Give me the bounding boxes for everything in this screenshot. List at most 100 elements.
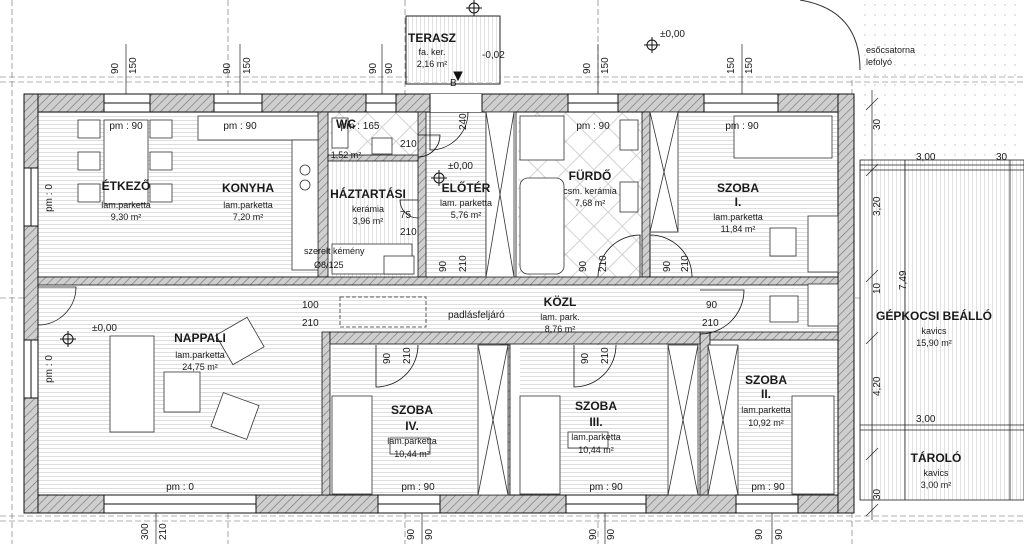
room-area-haztartasi: 3,96 m² (353, 216, 384, 226)
room-area-eloter: 5,76 m² (451, 210, 482, 220)
dim-bottom-1: 300 (140, 523, 151, 540)
room-area-terasz: 2,16 m² (417, 59, 448, 69)
room-floor-tarolo: kavics (923, 468, 949, 478)
room-name-konyha: KONYHA (222, 181, 274, 195)
dim-hall-w: 100 (302, 300, 319, 311)
dim-w1: 90 (110, 62, 121, 74)
elev-nappali: ±0,00 (92, 323, 117, 334)
dim-w4: 90 (582, 62, 593, 74)
room-area-szoba2: 10,92 m² (748, 418, 784, 428)
room-area-tarolo: 3,00 m² (921, 480, 952, 490)
room-labels: ÉTKEZŐ lam.parketta 9,30 m² KONYHA lam.p… (101, 31, 992, 490)
dim-entry-h: 240 (458, 113, 469, 130)
room-name-eloter: ELŐTÉR (442, 180, 491, 195)
esocsatorna-label: esőcsatorna (866, 45, 915, 55)
room-name-nappali: NAPPALI (174, 331, 226, 345)
room-num-szoba4: IV. (405, 419, 419, 433)
room-num-szoba3: III. (589, 415, 602, 429)
elevation-markers (60, 0, 660, 347)
elev-eloter: ±0,00 (448, 161, 473, 172)
parapet-annotations: pm : 90 pm : 90 pm : 165 pm : 90 pm : 90… (44, 29, 915, 493)
dim-w3: 90 (368, 62, 379, 74)
kemeny-dim: Ø8/125 (314, 260, 344, 270)
room-area-wc: 1,52 m² (331, 150, 362, 160)
terrace-outline (405, 15, 501, 85)
doors (37, 111, 745, 388)
room-name-etkezo: ÉTKEZŐ (102, 178, 151, 193)
dim-h3: 90 (384, 62, 395, 74)
dim-door-b2: 210 (598, 255, 609, 272)
dim-door-d2: 210 (402, 347, 413, 364)
windows (23, 93, 799, 514)
dimension-labels: 90 150 90 150 90 90 90 150 150 150 240 2… (110, 57, 1008, 540)
dim-hall-h: 210 (302, 318, 319, 329)
room-floor-haztartasi: kerámia (352, 204, 384, 214)
room-floor-kozl: lam. park. (540, 312, 580, 322)
room-num-szoba1: I. (735, 195, 742, 209)
dim-bottom-7: 90 (754, 528, 765, 540)
room-name-terasz: TERASZ (408, 31, 456, 45)
dim-door-a1: 90 (438, 260, 449, 272)
dim-right-749: 7,49 (898, 270, 909, 290)
room-area-nappali: 24,75 m² (182, 362, 218, 372)
room-num-szoba2: II. (761, 387, 771, 401)
dim-bottom-3: 90 (406, 528, 417, 540)
furniture (77, 115, 839, 495)
room-floor-gepkocsi: kavics (921, 326, 947, 336)
dim-carport-top: 3,00 (916, 152, 936, 163)
dim-door-e2: 210 (600, 347, 611, 364)
dim-right-320: 3,20 (872, 196, 883, 216)
dim-right-10: 10 (872, 282, 883, 294)
pm-konyha: pm : 90 (223, 121, 257, 132)
room-floor-nappali: lam.parketta (175, 350, 225, 360)
room-area-kozl: 8,76 m² (545, 324, 576, 334)
kemeny-label: szerelt kémény (304, 246, 365, 256)
room-name-szoba1: SZOBA (717, 181, 759, 195)
elev-terasz: -0,02 (482, 50, 505, 61)
room-name-szoba3: SZOBA (575, 399, 617, 413)
room-name-haztartasi: HÁZTARTÁSI (330, 186, 406, 201)
dim-bottom-6: 90 (606, 528, 617, 540)
padlas-label: padlásfeljáró (448, 310, 505, 321)
dim-bottom-2: 210 (158, 523, 169, 540)
room-name-wc: WC (336, 117, 356, 131)
dim-door-a2: 210 (458, 255, 469, 272)
room-area-szoba4: 10,44 m² (394, 449, 430, 459)
dim-w5: 150 (726, 57, 737, 74)
room-area-furdo: 7,68 m² (575, 198, 606, 208)
carport-frame (859, 159, 1024, 501)
room-area-konyha: 7,20 m² (233, 212, 264, 222)
pm-szoba3: pm : 90 (589, 482, 623, 493)
pm-szoba1: pm : 90 (725, 121, 759, 132)
dim-right-30a: 30 (872, 118, 883, 130)
dim-right-420: 4,20 (872, 376, 883, 396)
room-floor-eloter: lam. parketta (440, 198, 492, 208)
dimension-ticks (125, 44, 1024, 544)
terrain-area (860, 0, 1024, 160)
lefolyo-label: lefolyó (866, 57, 892, 67)
wardrobes (477, 111, 739, 496)
dim-carport-edge: 30 (996, 152, 1008, 163)
room-name-gepkocsi: GÉPKOCSI BEÁLLÓ (876, 308, 992, 323)
dim-h5: 150 (744, 57, 755, 74)
room-area-szoba3: 10,44 m² (578, 445, 614, 455)
room-name-szoba4: SZOBA (391, 403, 433, 417)
dim-szoba2-door-h: 210 (702, 318, 719, 329)
room-floor-szoba3: lam.parketta (571, 432, 621, 442)
room-name-furdo: FÜRDŐ (569, 168, 612, 183)
dim-door-b1: 90 (578, 260, 589, 272)
pm-etkezo: pm : 90 (109, 121, 143, 132)
room-name-tarolo: TÁROLÓ (911, 450, 962, 465)
dim-h1: 150 (128, 57, 139, 74)
room-floor-szoba4: lam.parketta (387, 436, 437, 446)
dim-door-d1: 90 (382, 352, 393, 364)
dim-bottom-4: 90 (424, 528, 435, 540)
dim-h4: 150 (600, 57, 611, 74)
room-area-gepkocsi: 15,90 m² (916, 338, 952, 348)
room-name-szoba2: SZOBA (745, 373, 787, 387)
room-floor-konyha: lam.parketta (223, 200, 273, 210)
room-floor-furdo: csm. kerámia (563, 186, 617, 196)
pm-side-etkezo: pm : 0 (44, 184, 55, 212)
room-floor-szoba1: lam.parketta (713, 212, 763, 222)
